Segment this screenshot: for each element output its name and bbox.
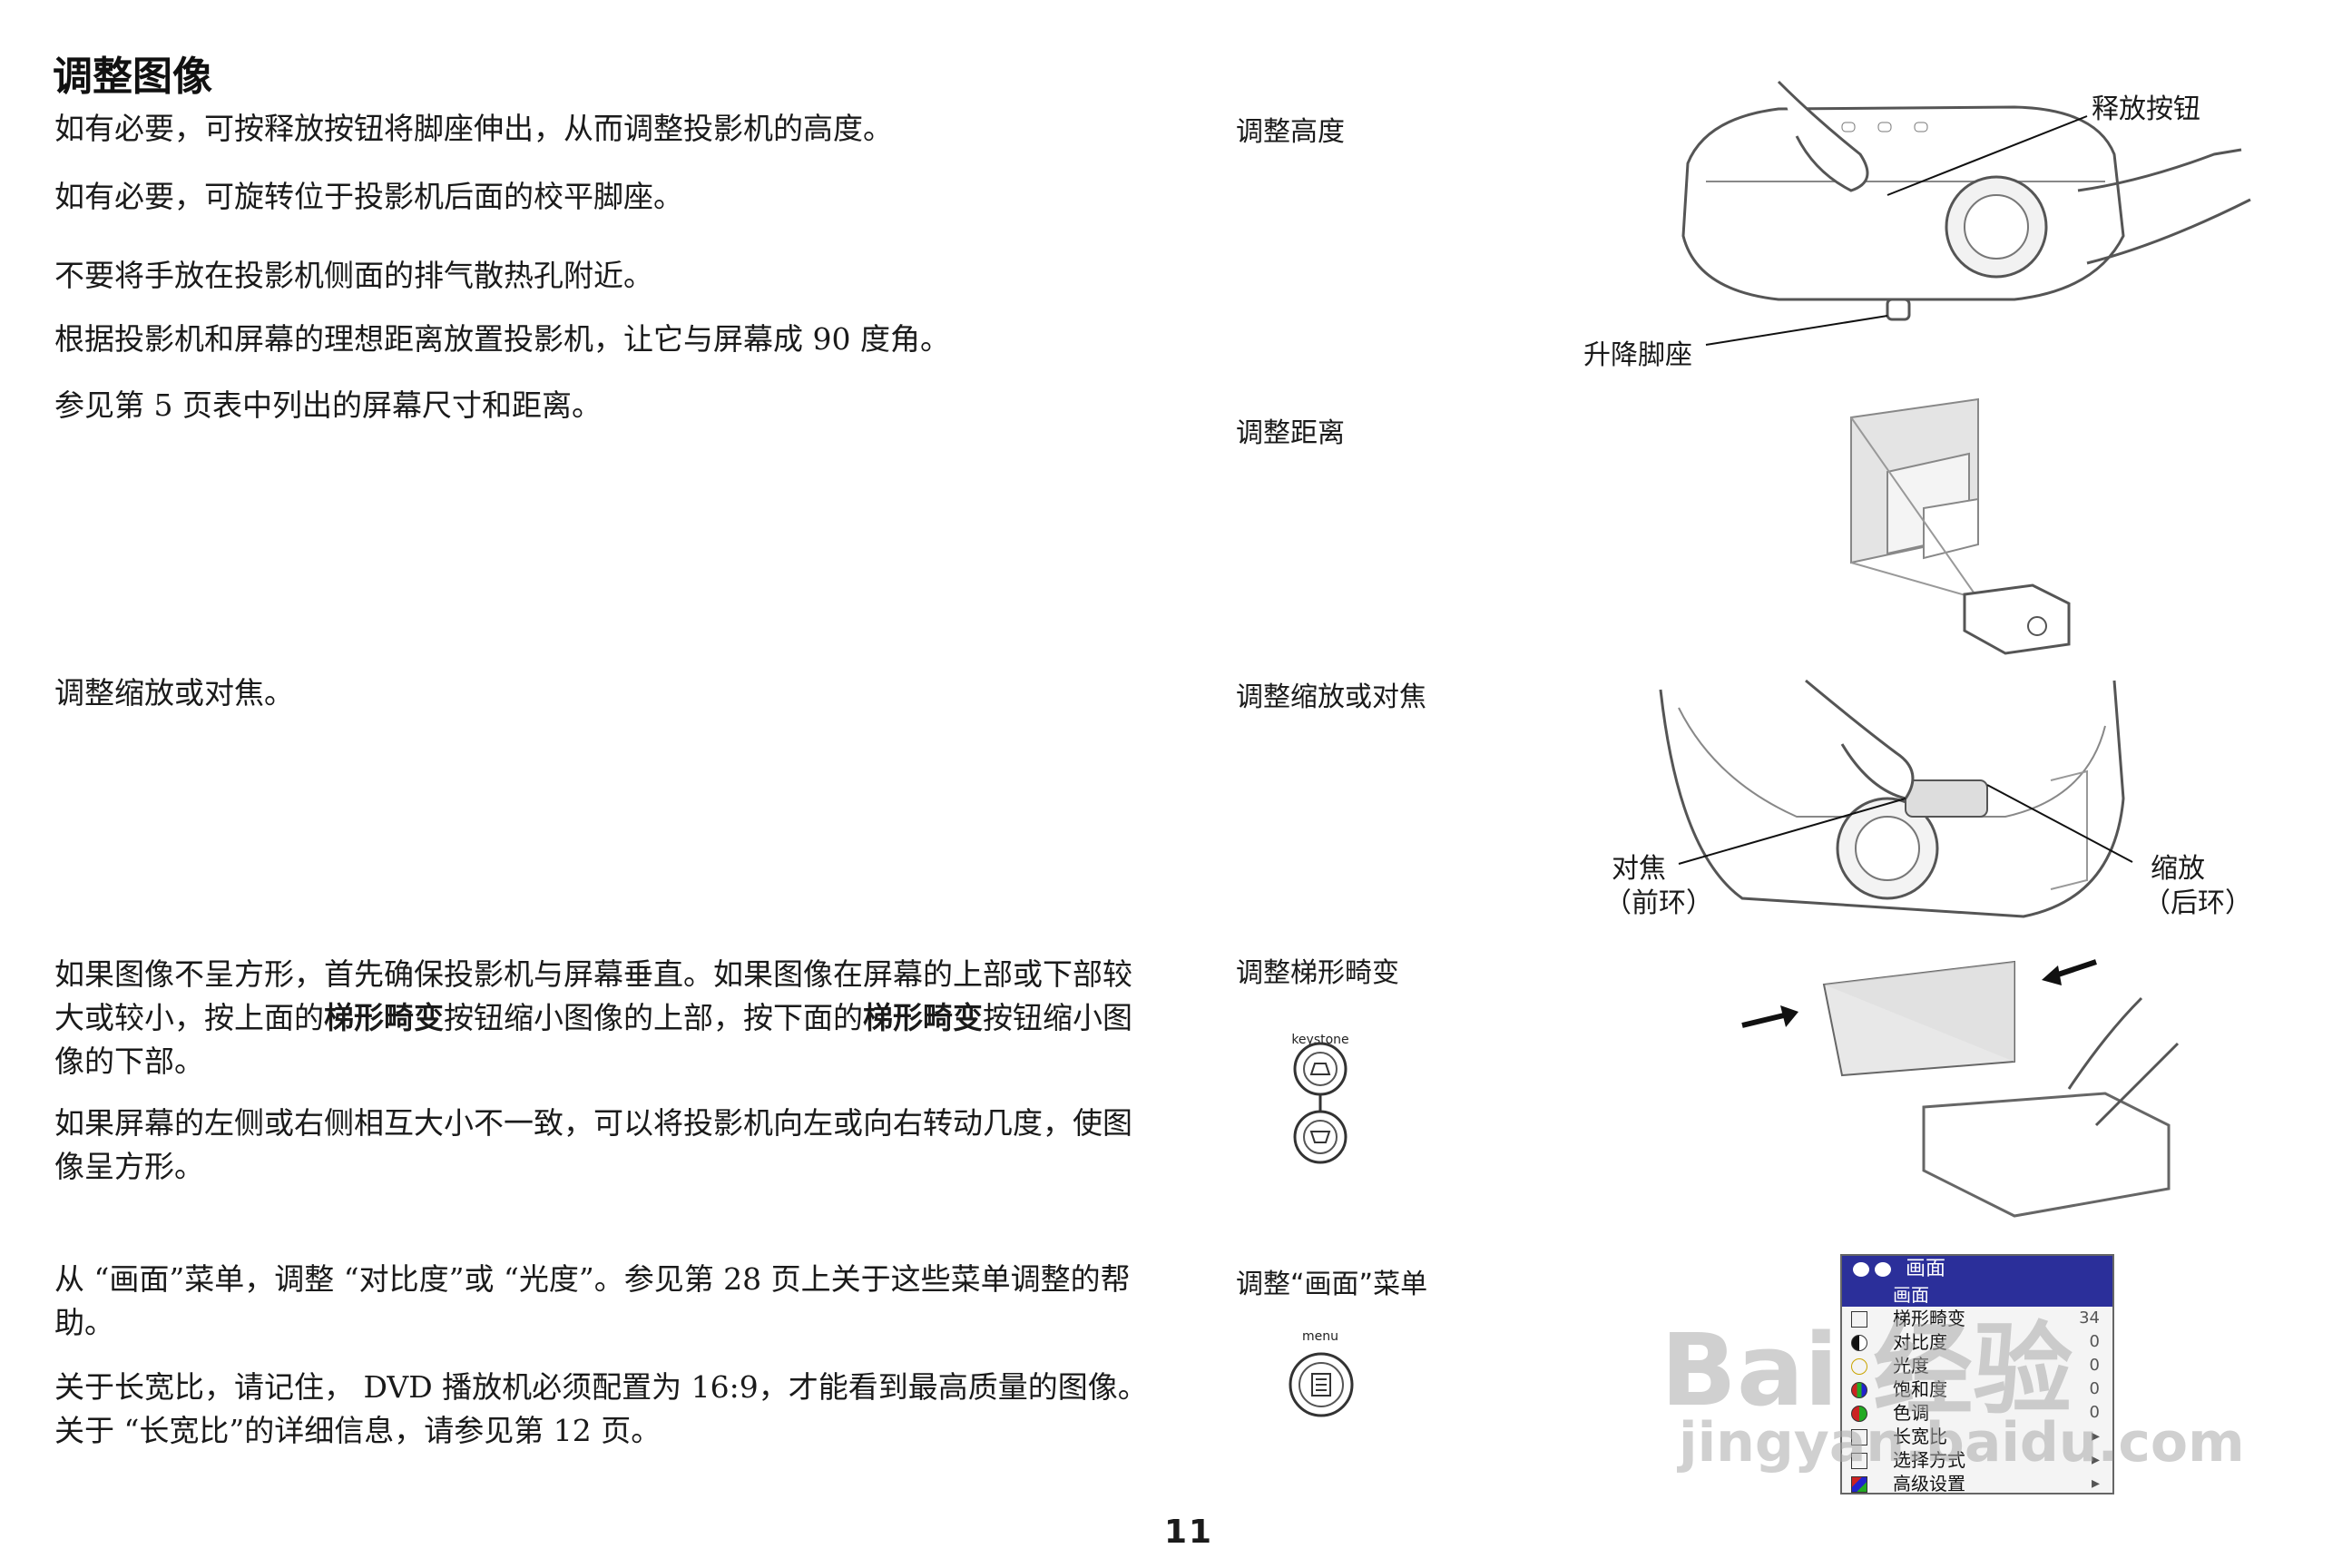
zoom-focus-illustration [1659, 679, 2133, 918]
projector-height-illustration [1681, 80, 2251, 346]
osd-menu-row-saturation[interactable]: 饱和度 0 [1842, 1377, 2112, 1401]
paragraph-release-foot: 如有必要，可按释放按钮将脚座伸出，从而调整投影机的高度。 [54, 111, 893, 146]
paragraph-aspect-ratio: 关于长宽比，请记住， DVD 播放机必须配置为 16:9，才能看到最高质量的图像… [54, 1369, 1148, 1448]
osd-menu-row-aspect-ratio[interactable]: 长宽比 ▸ [1842, 1425, 2112, 1448]
menu-dot-icon [1875, 1262, 1891, 1277]
paragraph-picture-menu: 从 “画面”菜单，调整 “对比度”或 “光度”。参见第 28 页上关于这些菜单调… [54, 1261, 1131, 1340]
osd-menu-row-label: 选择方式 [1893, 1449, 1965, 1471]
brightness-icon [1851, 1358, 1867, 1375]
menu-dot-icon [1853, 1262, 1869, 1277]
osd-menu-row-value: 0 [2089, 1403, 2100, 1422]
keystone-text-a: 如果图像不呈方形，首先确保投影机与屏幕垂直。如果图像在屏幕的上部或下部较大或较小… [54, 956, 1132, 1035]
osd-menu-row-value: ▸ [2091, 1474, 2100, 1493]
page-number: 11 [1163, 1514, 1214, 1551]
osd-menu-row-label: 光度 [1893, 1355, 1929, 1377]
osd-menu-title: 画面 [1906, 1258, 1946, 1280]
callout-zoom-ring: （后环） [2143, 887, 2252, 919]
osd-menu-row-keystone[interactable]: 梯形畸变 34 [1842, 1307, 2112, 1330]
paragraph-rotate-projector: 如果屏幕的左侧或右侧相互大小不一致，可以将投影机向左或向右转动几度，使图像呈方形… [54, 1105, 1132, 1184]
heading-adjust-distance: 调整距离 [1236, 417, 1345, 449]
menu-button-icon [1289, 1352, 1354, 1417]
saturation-icon [1851, 1382, 1867, 1398]
osd-menu-row-picture[interactable]: 画面 [1842, 1283, 2112, 1307]
osd-menu-row-presets[interactable]: 选择方式 ▸ [1842, 1448, 2112, 1472]
osd-menu-row-label: 对比度 [1893, 1331, 1947, 1353]
osd-menu-row-value: ▸ [2091, 1450, 2100, 1469]
preset-icon [1851, 1453, 1867, 1469]
osd-menu-row-tint[interactable]: 色调 0 [1842, 1401, 2112, 1425]
callout-zoom: 缩放 [2151, 853, 2205, 885]
heading-adjust-height: 调整高度 [1236, 116, 1345, 148]
advanced-icon [1851, 1476, 1867, 1493]
paragraph-keystone: 如果图像不呈方形，首先确保投影机与屏幕垂直。如果图像在屏幕的上部或下部较大或较小… [54, 953, 1161, 1083]
keystone-button-label: keystone [1291, 1033, 1349, 1047]
baidu-watermark-logo: Bai 经验 [1661, 1312, 2073, 1428]
keystone-buttons [1293, 1042, 1348, 1164]
keystone-illustration [1741, 959, 2180, 1218]
callout-elevator-foot: 升降脚座 [1583, 339, 1692, 371]
osd-menu-row-label: 画面 [1893, 1284, 1929, 1306]
osd-menu-row-brightness[interactable]: 光度 0 [1842, 1354, 2112, 1377]
callout-release-button: 释放按钮 [2092, 93, 2200, 125]
paragraph-zoom-focus: 调整缩放或对焦。 [54, 675, 294, 710]
page-title: 调整图像 [53, 54, 212, 100]
keystone-text-c: 按钮缩小图像的上部，按下面的 [444, 1000, 863, 1035]
osd-menu-row-value: ▸ [2091, 1426, 2100, 1446]
callout-focus-ring: （前环） [1604, 887, 1713, 919]
baidu-watermark-url: jingyan.baidu.com [1679, 1411, 2245, 1475]
paragraph-distance: 根据投影机和屏幕的理想距离放置投影机，让它与屏幕成 90 度角。 [54, 321, 950, 357]
osd-menu-row-value: 0 [2089, 1356, 2100, 1375]
keystone-term-2: 梯形畸变 [863, 1000, 983, 1035]
keystone-icon [1851, 1311, 1867, 1328]
keystone-text-d: 按钮缩小图像的下部。 [54, 1000, 1132, 1079]
osd-menu-row-value: 0 [2089, 1379, 2100, 1398]
paragraph-leveling-foot: 如有必要，可旋转位于投影机后面的校平脚座。 [54, 179, 683, 214]
heading-adjust-picture-menu: 调整“画面”菜单 [1236, 1269, 1428, 1300]
tint-icon [1851, 1406, 1867, 1422]
osd-menu-row-value: 0 [2089, 1332, 2100, 1351]
osd-menu-row-value: 34 [2079, 1308, 2100, 1328]
osd-menu-row-label: 色调 [1893, 1402, 1929, 1424]
callout-focus: 对焦 [1612, 853, 1666, 885]
osd-menu-row-label: 梯形畸变 [1893, 1308, 1965, 1329]
keystone-term-1: 梯形畸变 [324, 1000, 444, 1035]
paragraph-screen-table-ref: 参见第 5 页表中列出的屏幕尺寸和距离。 [54, 387, 602, 423]
osd-menu-title-bar: 画面 [1842, 1256, 2112, 1283]
osd-menu-row-contrast[interactable]: 对比度 0 [1842, 1330, 2112, 1354]
osd-picture-menu: 画面 画面 梯形畸变 34 对比度 0 光度 0 饱和度 0 色调 0 长宽比 … [1840, 1254, 2114, 1494]
paragraph-vent-warning: 不要将手放在投影机侧面的排气散热孔附近。 [54, 258, 653, 293]
osd-menu-row-label: 长宽比 [1893, 1426, 1947, 1447]
heading-adjust-keystone: 调整梯形畸变 [1236, 957, 1399, 989]
projection-distance-illustration [1850, 397, 2071, 655]
aspect-ratio-icon [1851, 1429, 1867, 1446]
contrast-icon [1851, 1335, 1867, 1351]
heading-adjust-zoom-focus: 调整缩放或对焦 [1236, 681, 1426, 713]
osd-menu-row-advanced[interactable]: 高级设置 ▸ [1842, 1472, 2112, 1495]
osd-menu-row-label: 饱和度 [1893, 1378, 1947, 1400]
osd-menu-row-label: 高级设置 [1893, 1473, 1965, 1494]
menu-button-label: menu [1302, 1329, 1338, 1344]
